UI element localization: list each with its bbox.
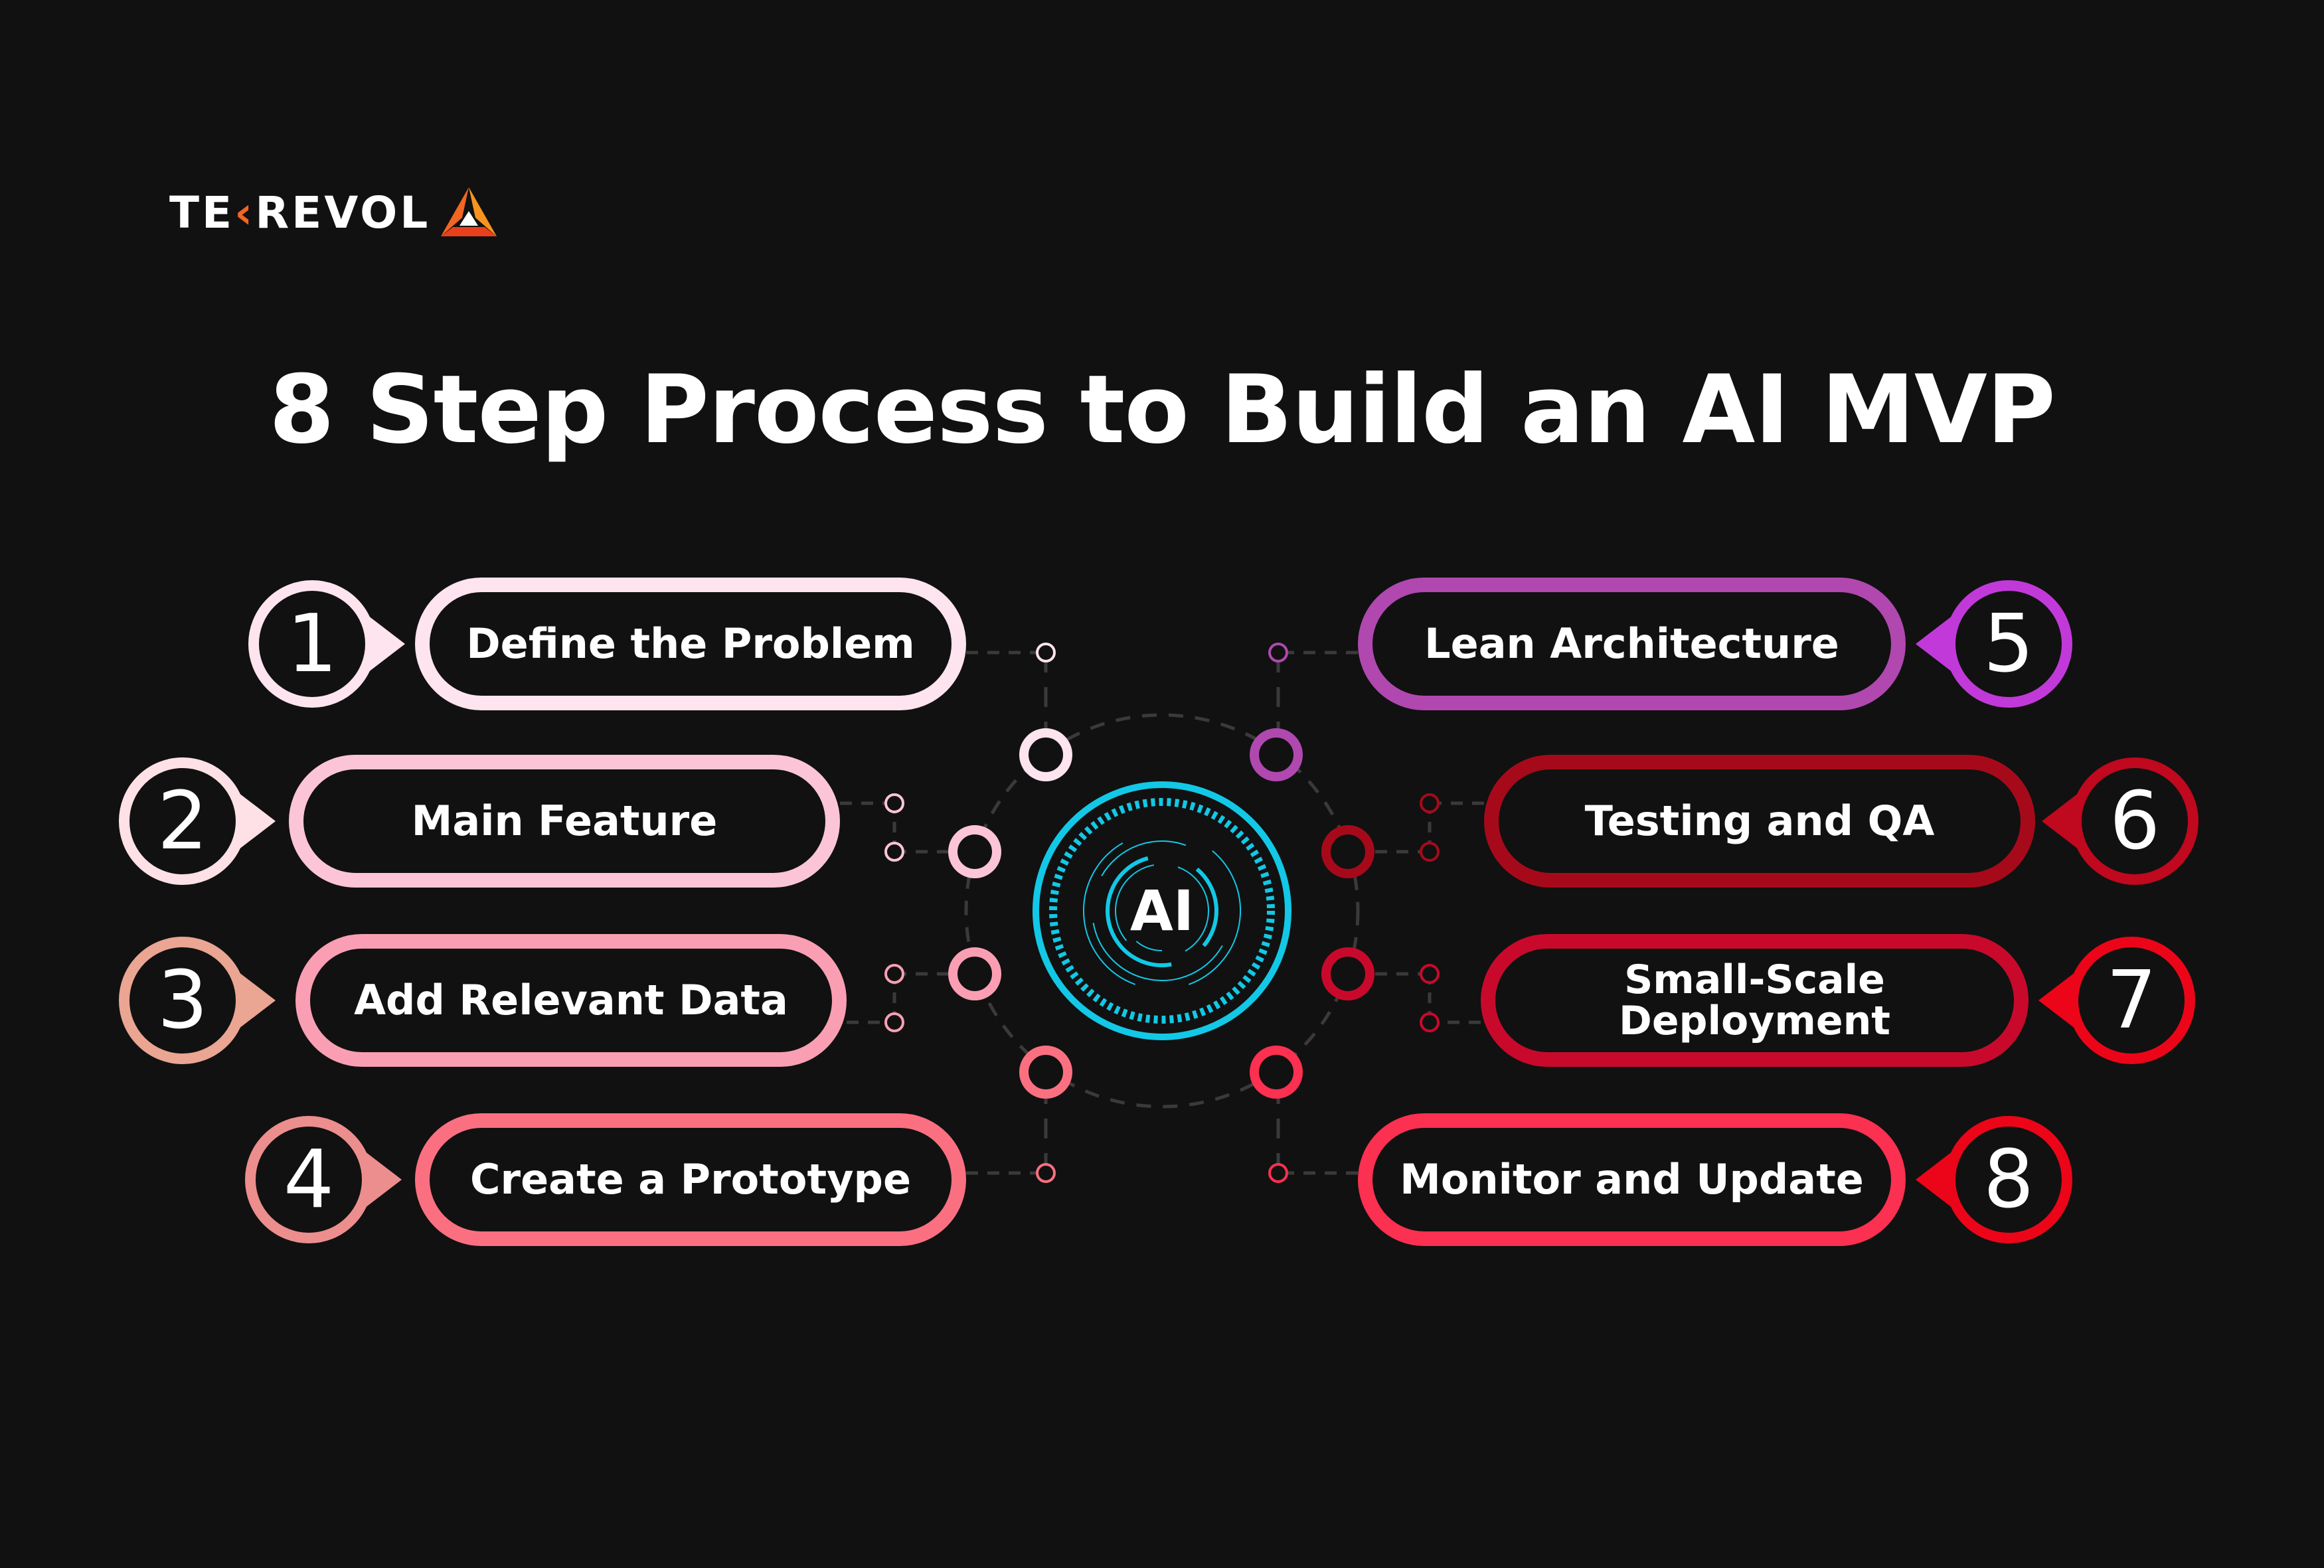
ai-core-arc [1189,850,1241,985]
step-number: 3 [157,954,208,1047]
step-8 [1358,1113,2072,1246]
ai-core-tick-ring [1049,798,1275,1024]
connector-dot [1420,964,1440,984]
logo-k-glyph: ‹ [234,187,256,238]
step-number: 7 [2106,954,2157,1047]
ai-core-arc [1177,866,1209,952]
step-4 [245,1113,966,1246]
step-number-badge [245,1116,373,1243]
step-pill [1358,578,1906,710]
step-3 [119,934,847,1067]
step-number-badge [1945,1116,2072,1243]
orbit-dashed-ring [964,713,1360,1109]
orbit-node [1250,1046,1303,1099]
step-label: Create a Prototype [470,1155,911,1204]
connector-dot [1036,1163,1056,1183]
step-number: 2 [157,775,208,868]
ai-core-arc [1113,937,1172,967]
connector-dot [884,964,904,984]
connector-dot [1268,643,1288,663]
step-number-badge [119,937,246,1064]
step-number: 8 [1983,1133,2034,1226]
step-5 [1358,578,2072,710]
connector-dot [884,793,904,813]
page-title: 8 Step Process to Build an AI MVP [269,355,2056,465]
connector-dot [1268,1163,1288,1183]
step-pill [415,578,966,710]
connector-dot [884,842,904,862]
ai-core-arc [1092,923,1223,981]
ai-core-label: AI [1129,878,1195,943]
step-label: Monitor and Update [1400,1155,1864,1204]
step-pill [295,934,847,1067]
step-pill [415,1113,966,1246]
step-pill [289,755,840,888]
ai-core-arc [1106,856,1149,939]
step-number-badge [1945,580,2072,708]
orbit-node [1321,947,1374,1000]
logo-text: TE‹REVOL [169,187,430,238]
step-label: Main Feature [411,797,718,845]
connector-dot [1420,793,1440,813]
step-number: 5 [1983,597,2034,690]
ai-core-outer-ring [1033,781,1291,1040]
ai-core-arc [1115,864,1155,941]
ai-core-arc [1135,941,1163,951]
step-number-badge [248,580,376,708]
connector-dot [1420,1012,1440,1032]
orbit-node [948,947,1001,1000]
step-label: Testing and QA [1584,797,1935,845]
step-pill [1358,1113,1906,1246]
step-number-badge [2071,757,2199,885]
step-label: Define the Problem [466,619,915,668]
step-number-badge [2068,937,2195,1064]
step-pill [1484,755,2035,888]
step-7 [1481,934,2195,1067]
logo-triangle-icon [441,187,497,236]
connector-dot [1420,842,1440,862]
orbit-node [1019,728,1072,781]
step-1 [248,578,966,710]
tekrevol-logo: TE‹REVOL [169,186,502,239]
connector-dot [884,1012,904,1032]
step-2 [119,755,840,888]
step-6 [1484,755,2199,888]
step-number: 1 [286,597,338,690]
ai-core-arc [1083,842,1135,985]
step-label: Add Relevant Data [354,976,788,1024]
step-label: Small-Scale Deployment [1619,957,1890,1044]
logo-text-suffix: REVOL [255,187,431,238]
ai-core-arc [1101,840,1187,877]
logo-text-prefix: TE [169,187,235,238]
ai-core-arc [1195,867,1219,947]
connector-dot [1036,643,1056,663]
step-pill [1481,934,2029,1067]
orbit-node [1321,825,1374,878]
step-label: Lean Architecture [1424,619,1839,668]
step-number: 4 [283,1133,335,1226]
step-number: 6 [2109,775,2161,868]
orbit-node [1019,1046,1072,1099]
orbit-node [1250,728,1303,781]
step-number-badge [119,757,246,885]
orbit-node [948,825,1001,878]
